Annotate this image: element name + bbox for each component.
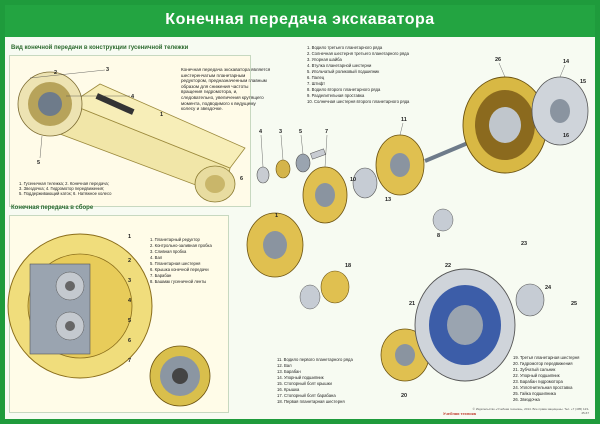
part-15: 15. Стопорный болт крышки — [277, 381, 332, 386]
svg-text:10: 10 — [350, 177, 356, 183]
svg-text:4: 4 — [259, 129, 263, 135]
svg-text:25: 25 — [571, 301, 577, 307]
title-bar: Конечная передача экскаватора — [5, 5, 595, 37]
svg-text:5: 5 — [128, 318, 131, 324]
assembly-panel: 1 2 3 4 5 6 7 — [7, 215, 229, 413]
part-9: 9. Разделительная проставка — [307, 93, 365, 98]
page-title: Конечная передача экскаватора — [165, 11, 435, 28]
part-8: 8. Водило второго планетарного ряда — [307, 87, 381, 92]
section2-heading: Конечная передача в сборе — [11, 205, 94, 211]
svg-text:20: 20 — [401, 393, 407, 399]
undercarriage-panel: 3 4 5 1 2 6 — [9, 55, 251, 207]
svg-text:2: 2 — [54, 70, 57, 76]
part-24: 24. Уплотнительная проставка — [513, 385, 573, 390]
legend-item-4: 4. Вал — [150, 255, 163, 260]
legend-item-5: 5. Планетарная шестерня — [150, 261, 201, 266]
legend-item-8: 8. Башмак гусеничной ленты — [150, 279, 207, 284]
legend-item-7: 7. Барабан — [150, 273, 172, 278]
part-washer-1 — [256, 148, 326, 184]
part-18: 18. Первая планетарная шестерня — [277, 399, 345, 404]
part-21: 21. Зубчатый сальник — [513, 367, 556, 372]
part-23: 23. Барабан гидромотора — [513, 379, 563, 384]
part-7: 7. Штифт — [307, 81, 326, 86]
svg-text:6: 6 — [240, 176, 243, 182]
part-4: 4. Втулка планетарной шестерни — [307, 63, 372, 68]
description-text: Конечная передача экскаватора является ш… — [181, 67, 271, 112]
part-22: 22. Упорный подшипник — [513, 373, 560, 378]
svg-text:16: 16 — [563, 133, 569, 139]
svg-text:7: 7 — [128, 358, 131, 364]
caption-line-1: 1. Гусеничная тележка; 2. Конечная перед… — [19, 181, 109, 186]
svg-text:24: 24 — [545, 285, 552, 291]
svg-text:4: 4 — [131, 94, 135, 100]
svg-text:5: 5 — [37, 160, 40, 166]
caption-line-2: 3. Звездочка; 4. Гидромотор передвижения… — [19, 186, 105, 191]
brand-logo: Учебная техника — [443, 411, 476, 416]
part-26: 26. Звездочка — [513, 397, 540, 402]
undercarriage-illustration: 3 4 5 1 2 6 — [17, 67, 246, 203]
svg-text:5: 5 — [299, 129, 302, 135]
part-1: 1. Водило третьего планетарного ряда — [307, 45, 383, 50]
svg-text:6: 6 — [128, 338, 131, 344]
part-3: 3. Упорная шайба — [307, 57, 342, 62]
svg-text:21: 21 — [409, 301, 415, 307]
svg-text:3: 3 — [128, 278, 131, 284]
svg-text:23: 23 — [521, 241, 527, 247]
svg-text:1: 1 — [275, 213, 278, 219]
legend-item-6: 6. Крышка конечной передачи — [150, 267, 209, 272]
svg-text:2: 2 — [128, 258, 131, 264]
svg-text:14: 14 — [563, 59, 570, 65]
svg-text:15: 15 — [580, 79, 586, 85]
svg-text:18: 18 — [345, 263, 351, 269]
svg-text:26: 26 — [495, 57, 501, 63]
svg-text:13: 13 — [385, 197, 391, 203]
svg-text:1: 1 — [128, 234, 131, 240]
footer-text: © Издательство «Учебная техника», 2014. … — [472, 407, 589, 415]
svg-text:7: 7 — [325, 129, 328, 135]
part-11: 11. Водило первого планетарного ряда — [277, 357, 353, 362]
part-10: 10. Солнечная шестерня второго планетарн… — [307, 99, 410, 104]
part-6: 6. Палец — [307, 75, 325, 80]
part-25: 25. Гайка подшипника — [513, 391, 556, 396]
svg-text:8: 8 — [437, 233, 440, 239]
part-carrier-2 — [302, 134, 476, 224]
part-19: 19. Третья планетарная шестерня — [513, 355, 580, 360]
legend-item-2: 2. Контрольно-заливная пробка — [150, 243, 212, 248]
part-20: 20. Гидромотор передвижения — [513, 361, 573, 366]
part-carrier-first — [246, 208, 454, 310]
legend-item-3: 3. Сливная пробка — [150, 249, 187, 254]
part-2: 2. Солнечная шестерня третьего планетарн… — [307, 51, 409, 56]
part-17: 17. Стопорный болт барабана — [277, 393, 336, 398]
svg-text:1: 1 — [160, 112, 163, 118]
svg-text:3: 3 — [106, 67, 109, 73]
part-5: 5. Игольчатый роликовый подшипник — [307, 69, 380, 74]
svg-text:4: 4 — [128, 298, 132, 304]
assembly-illustration: 1 2 3 4 5 6 7 — [7, 233, 211, 407]
part-16: 16. Крышка — [277, 387, 300, 392]
part-12: 12. Вал — [277, 363, 292, 368]
part-drum — [462, 76, 589, 174]
part-motor — [380, 268, 545, 382]
legend-item-1: 1. Планетарный редуктор — [150, 237, 200, 242]
section1-heading: Вид конечной передачи в конструкции гусе… — [11, 45, 189, 51]
svg-text:11: 11 — [401, 117, 407, 123]
caption-line-3: 5. Поддерживающий каток; 6. Натяжное кол… — [19, 191, 112, 196]
svg-text:3: 3 — [279, 129, 282, 135]
part-13: 13. Барабан — [277, 369, 301, 374]
svg-text:22: 22 — [445, 263, 451, 269]
exploded-view: 4 3 5 7 11 26 14 15 16 13 10 8 1 18 20 2… — [246, 57, 589, 399]
part-14: 14. Упорный подшипник — [277, 375, 324, 380]
